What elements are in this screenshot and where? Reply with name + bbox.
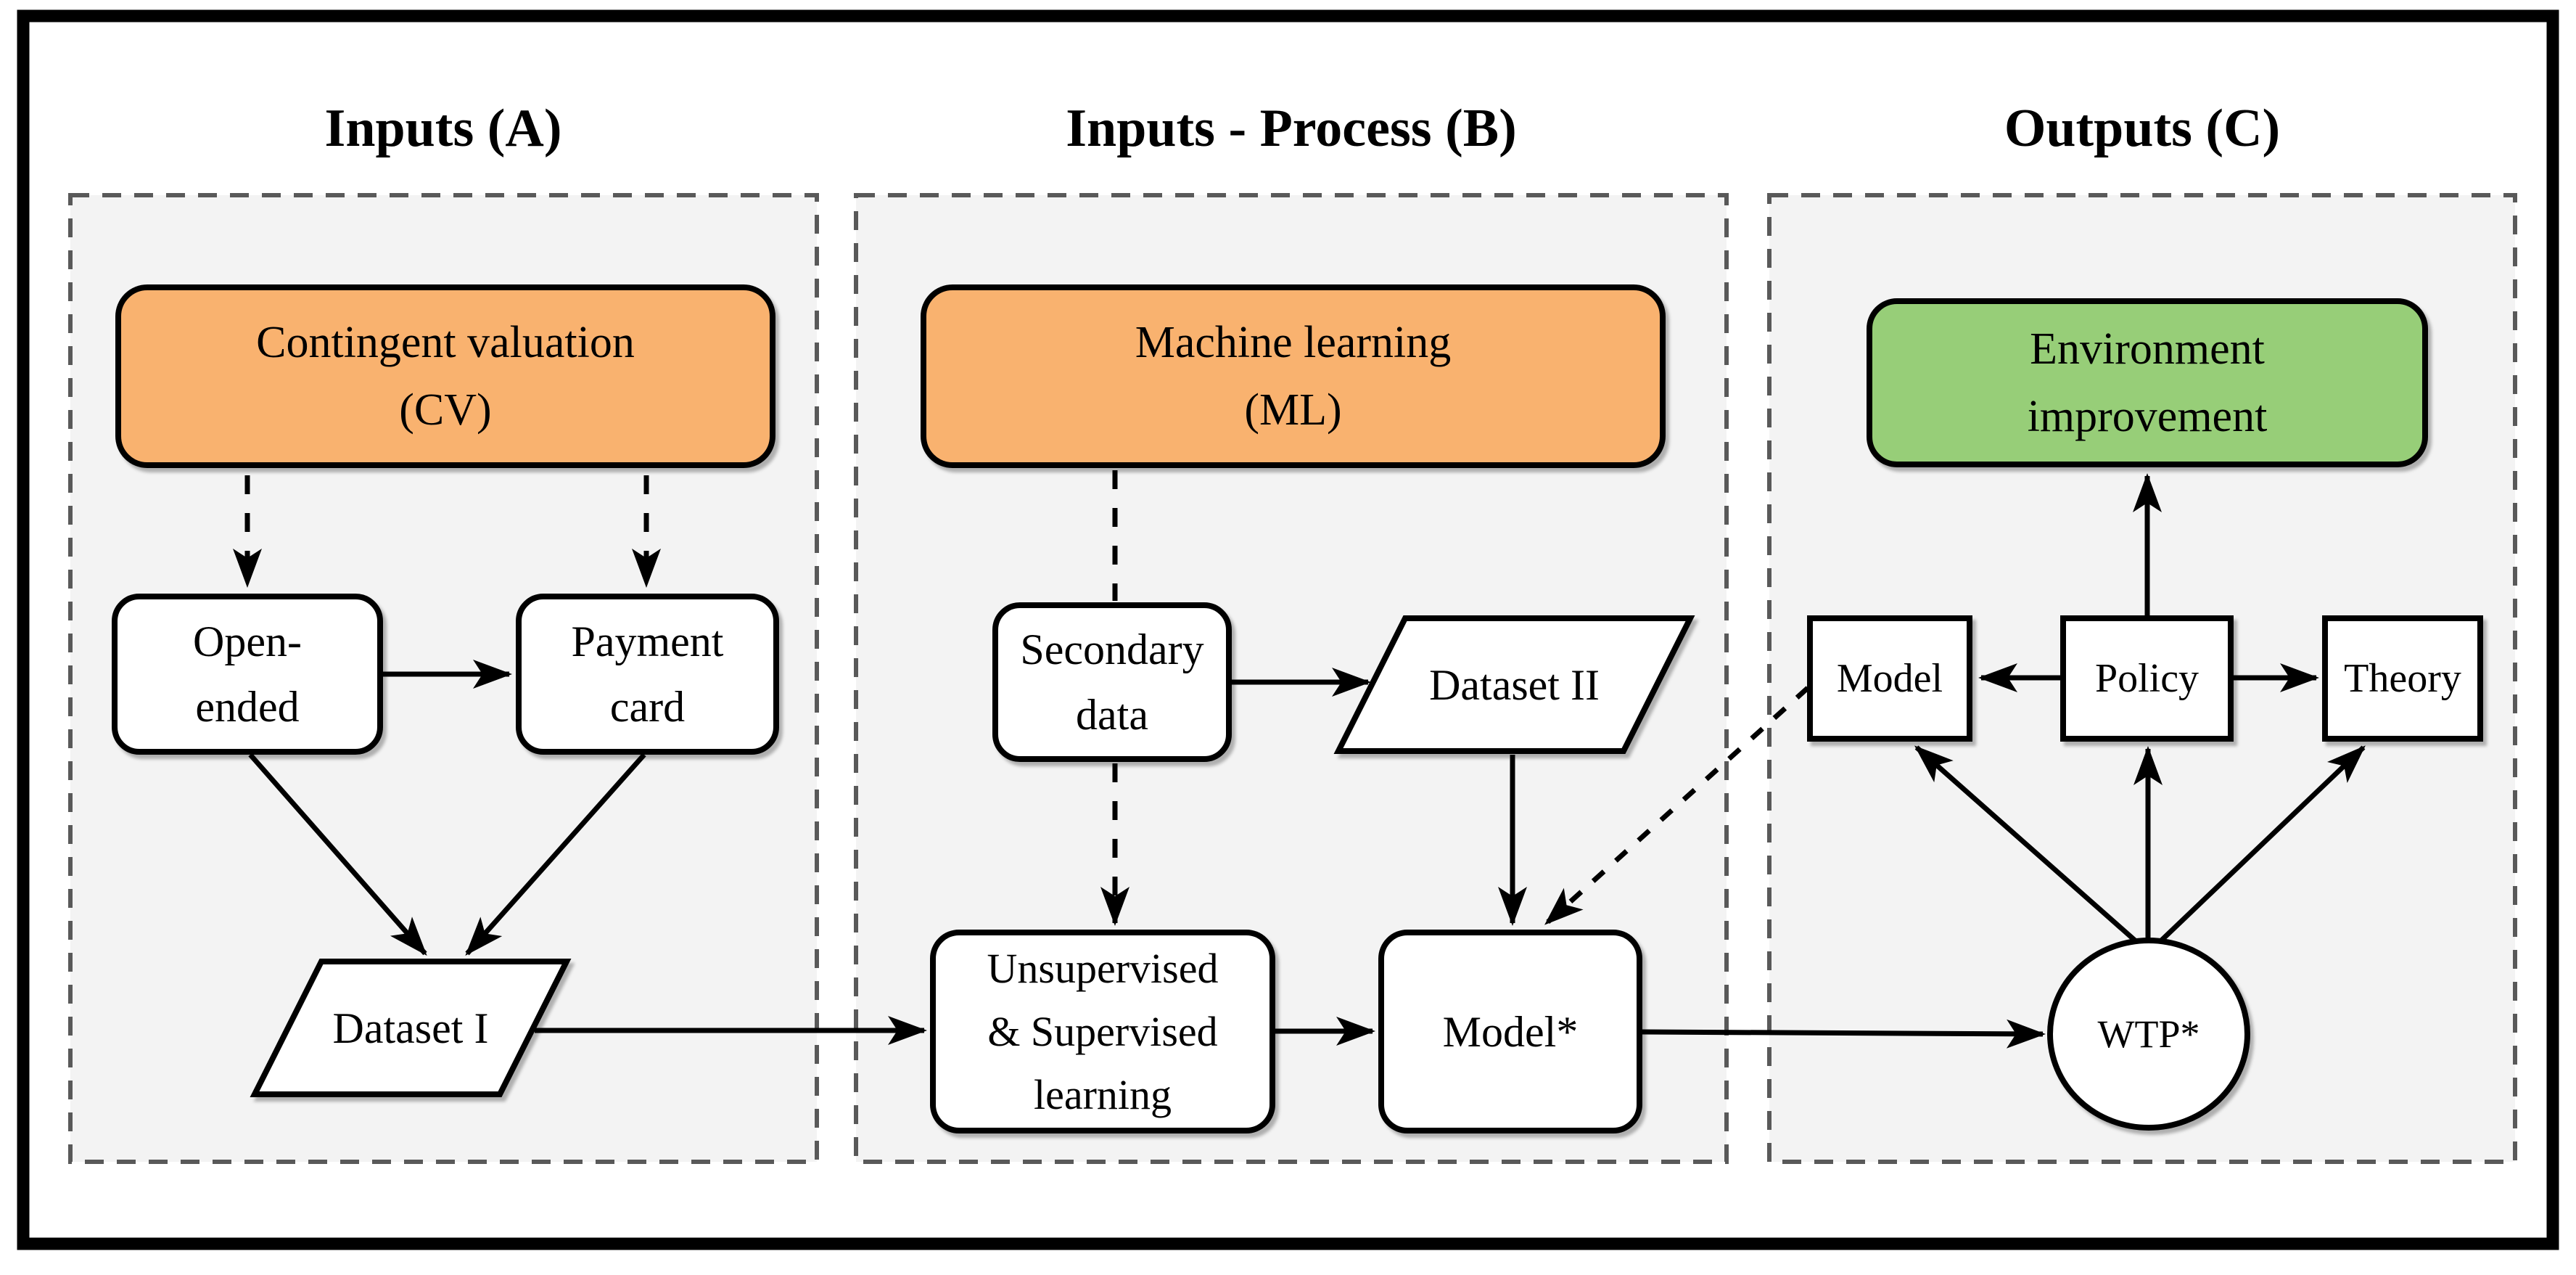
node-unsupervised-supervised bbox=[930, 930, 1275, 1133]
node-open-ended bbox=[112, 594, 383, 755]
edge-payment-to-dataset1 bbox=[465, 753, 646, 956]
edge-wtp-to-theory bbox=[2155, 745, 2366, 947]
node-dataset-2 bbox=[1333, 615, 1695, 754]
node-contingent-valuation bbox=[115, 284, 775, 468]
node-payment-card bbox=[516, 594, 779, 755]
column-title-inputs-process-b: Inputs - Process (B) bbox=[1066, 99, 1517, 158]
node-dataset-1 bbox=[250, 959, 572, 1097]
edge-open-ended-to-dataset1 bbox=[248, 753, 427, 956]
outer-frame bbox=[17, 9, 2559, 1250]
node-machine-learning bbox=[921, 284, 1666, 468]
node-wtp bbox=[2047, 938, 2250, 1131]
node-policy bbox=[2060, 615, 2234, 742]
edge-wtp-to-model bbox=[1914, 745, 2142, 947]
node-model bbox=[1807, 615, 1972, 742]
node-environment-improvement bbox=[1867, 298, 2428, 467]
column-title-inputs-a: Inputs (A) bbox=[324, 99, 562, 158]
column-title-outputs-c: Outputs (C) bbox=[2004, 99, 2281, 158]
edge-modelstar-to-wtp bbox=[1642, 1019, 2046, 1049]
node-secondary-data bbox=[992, 602, 1232, 762]
node-theory bbox=[2322, 615, 2483, 742]
node-model-star bbox=[1378, 930, 1642, 1133]
